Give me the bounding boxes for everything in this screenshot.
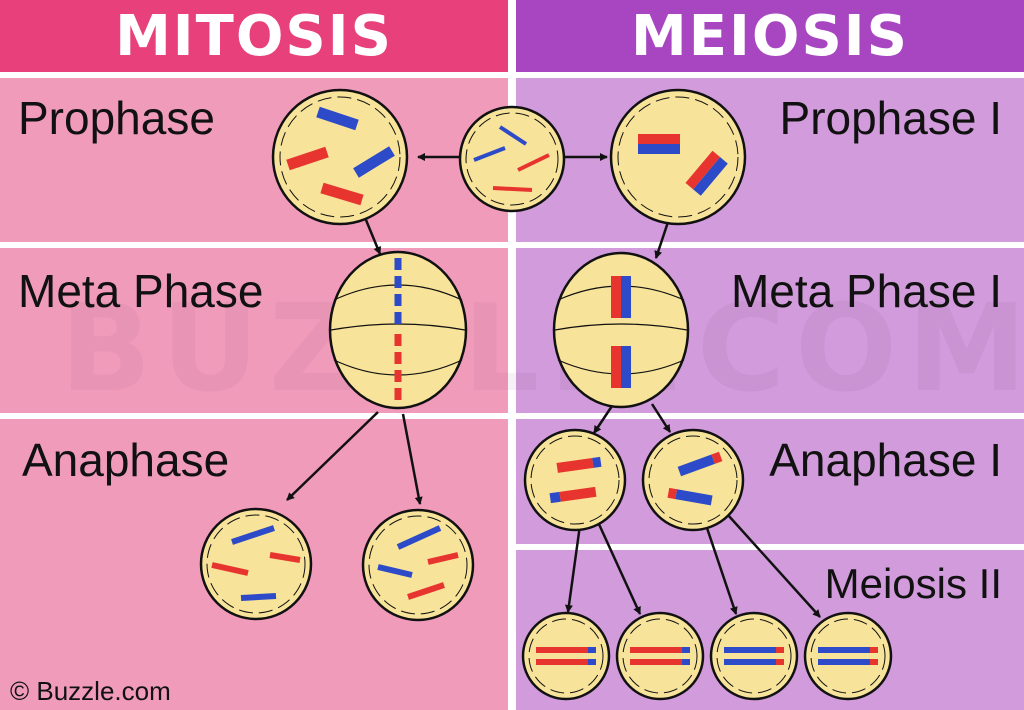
arrow	[654, 221, 670, 259]
label-meiosis-ii: Meiosis II	[824, 560, 1002, 607]
label-metaphase: Meta Phase	[18, 265, 264, 317]
chromosome-blue	[396, 525, 442, 550]
chromosome-blue	[377, 564, 413, 578]
row-separator	[0, 242, 1024, 248]
arrow	[705, 527, 738, 615]
chromosome-pair	[675, 489, 713, 506]
arrow	[596, 521, 642, 615]
label-anaphase-i: Anaphase I	[769, 434, 1002, 486]
chromosome-pair	[559, 486, 597, 502]
chromosome-pair	[549, 491, 561, 504]
arrow	[592, 405, 614, 434]
label-prophase: Prophase	[18, 92, 215, 144]
chromosome-pair	[693, 157, 728, 196]
cell-mitosis-daughter-left	[199, 507, 313, 621]
cell-interphase-center	[458, 105, 566, 213]
chromosome-red	[320, 182, 364, 206]
arrow	[364, 219, 382, 255]
chromosome-pair	[592, 456, 602, 468]
row-separator	[0, 72, 1024, 78]
arrow	[727, 514, 821, 618]
chromosome	[776, 647, 784, 653]
credit: © Buzzle.com	[10, 676, 171, 706]
chromosome	[588, 647, 596, 653]
chromosome-blue	[473, 146, 506, 162]
cell-mitosis-prophase	[271, 88, 409, 226]
label-metaphase-i: Meta Phase I	[730, 265, 1002, 317]
chromosome-pair	[556, 457, 594, 473]
label-anaphase: Anaphase	[22, 434, 230, 486]
chromosome-red	[269, 552, 301, 563]
chromosome-pair	[711, 451, 723, 464]
chromosome	[682, 659, 690, 665]
meiosis-header: MEIOSIS	[516, 0, 1024, 72]
chromosome-blue	[231, 525, 275, 545]
chromosome-pair	[611, 276, 621, 318]
chromosome-blue	[353, 146, 395, 178]
chromosome-red	[286, 146, 329, 171]
chromosome-red	[517, 153, 550, 172]
chromosome-red	[211, 562, 249, 576]
cell-mitosis-daughter-right	[361, 508, 475, 622]
chromosome-pair	[677, 454, 715, 477]
label-prophase-i: Prophase I	[779, 92, 1002, 144]
chromosome-pair	[638, 144, 680, 154]
chromosome	[818, 659, 870, 665]
cell-mitosis-metaphase	[328, 250, 468, 410]
arrow	[564, 524, 582, 613]
chromosome	[870, 647, 878, 653]
watermark: BUZZLE.COM	[60, 280, 1024, 419]
cell-gamete-1	[521, 611, 611, 701]
chromosome	[682, 647, 690, 653]
chromosome-pair	[685, 150, 721, 190]
chromosome-red	[407, 582, 445, 600]
chromosome	[818, 647, 870, 653]
row-separator	[0, 413, 1024, 419]
chromosome-pair	[611, 346, 621, 388]
cell-gamete-4	[803, 611, 893, 701]
chromosome	[536, 659, 588, 665]
cell-meiosis-anaphase-right	[641, 428, 745, 532]
cell-meiosis-anaphase-left	[523, 428, 627, 532]
column-divider	[508, 0, 516, 710]
cell-meiosis-prophase-i	[609, 88, 747, 226]
chromosome-red	[427, 552, 459, 565]
chromosome	[630, 647, 682, 653]
chromosome-pair	[638, 134, 680, 144]
row-separator	[516, 544, 1024, 550]
arrow	[286, 411, 379, 501]
chromosome	[630, 659, 682, 665]
arrows	[286, 153, 821, 618]
chromosome	[724, 647, 776, 653]
chromosome	[870, 659, 878, 665]
chromosome-blue	[498, 125, 528, 146]
mitosis-header: MITOSIS	[0, 0, 508, 72]
chromosome	[536, 647, 588, 653]
chromosome-pair	[621, 346, 631, 388]
arrow	[650, 403, 672, 433]
chromosome-red	[492, 186, 533, 192]
chromosome	[724, 659, 776, 665]
chromosome-blue	[240, 593, 277, 601]
chromosome	[588, 659, 596, 665]
cell-gamete-3	[709, 611, 799, 701]
chromosome-pair	[667, 487, 678, 500]
arrow	[401, 413, 423, 505]
chromosome-pair	[621, 276, 631, 318]
chromosome	[776, 659, 784, 665]
chromosome-blue	[316, 106, 359, 131]
cell-meiosis-metaphase-i	[552, 251, 690, 409]
cell-gamete-2	[615, 611, 705, 701]
